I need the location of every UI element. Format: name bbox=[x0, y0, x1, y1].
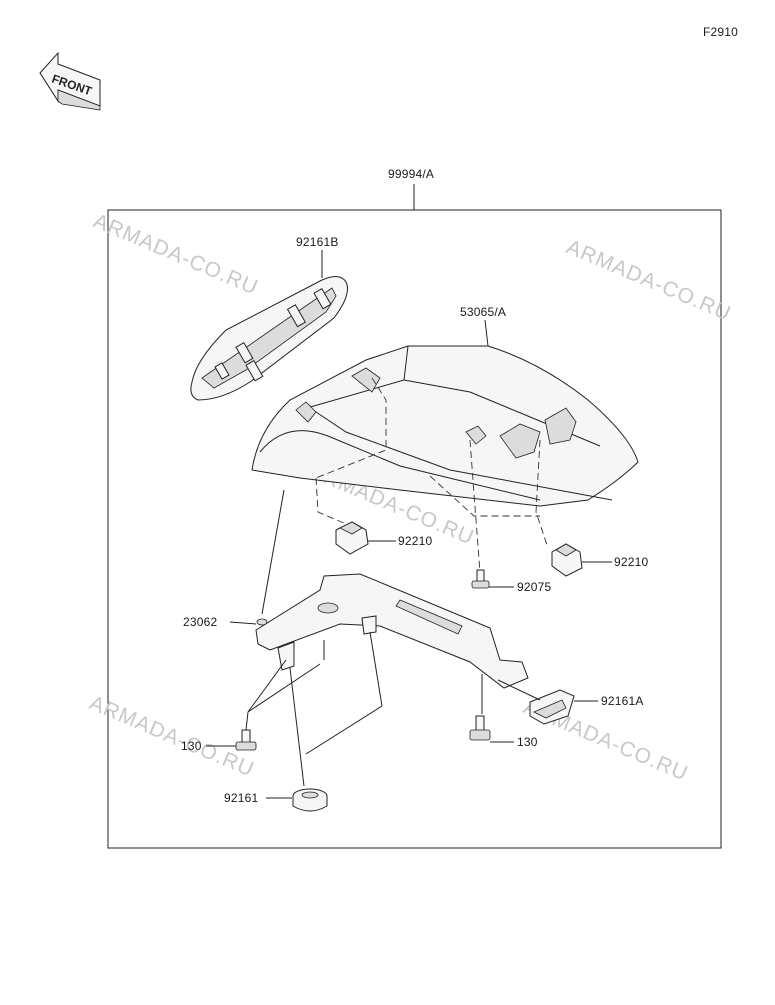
assembly-frame bbox=[107, 209, 722, 849]
bolt-130-right bbox=[469, 715, 491, 741]
part-label-130-right: 130 bbox=[517, 735, 538, 749]
part-label-92161: 92161 bbox=[224, 791, 258, 805]
bracket-23062 bbox=[255, 573, 529, 689]
part-label-92075: 92075 bbox=[517, 580, 551, 594]
bolt-130-left bbox=[235, 729, 257, 751]
pad-92161a bbox=[529, 689, 575, 725]
part-label-99994a: 99994/A bbox=[388, 167, 434, 181]
clip-92210-right bbox=[551, 543, 583, 577]
part-label-92210-right: 92210 bbox=[614, 555, 648, 569]
clip-92210-left bbox=[335, 521, 369, 555]
watermark-2: ARMADA-CO.RU bbox=[563, 235, 734, 325]
part-label-53065a: 53065/A bbox=[460, 305, 506, 319]
leader-53065a bbox=[484, 319, 489, 347]
pad-92161b bbox=[190, 276, 348, 401]
bolt-92075 bbox=[471, 569, 490, 589]
watermark-4: ARMADA-CO.RU bbox=[86, 691, 257, 781]
part-label-23062: 23062 bbox=[183, 615, 217, 629]
hidden-lines bbox=[315, 377, 549, 573]
watermark-1: ARMADA-CO.RU bbox=[90, 209, 261, 299]
part-label-92161a: 92161A bbox=[601, 694, 644, 708]
part-label-130-left: 130 bbox=[181, 739, 202, 753]
part-label-92210-left: 92210 bbox=[398, 534, 432, 548]
assembly-lines bbox=[245, 489, 541, 787]
seat-cover-53065a bbox=[251, 345, 639, 507]
front-arrow-icon: FRONT bbox=[39, 51, 101, 111]
figure-code: F2910 bbox=[703, 25, 738, 39]
part-label-92161b: 92161B bbox=[296, 235, 339, 249]
leader-23062 bbox=[229, 621, 257, 625]
damper-92161 bbox=[292, 788, 328, 812]
